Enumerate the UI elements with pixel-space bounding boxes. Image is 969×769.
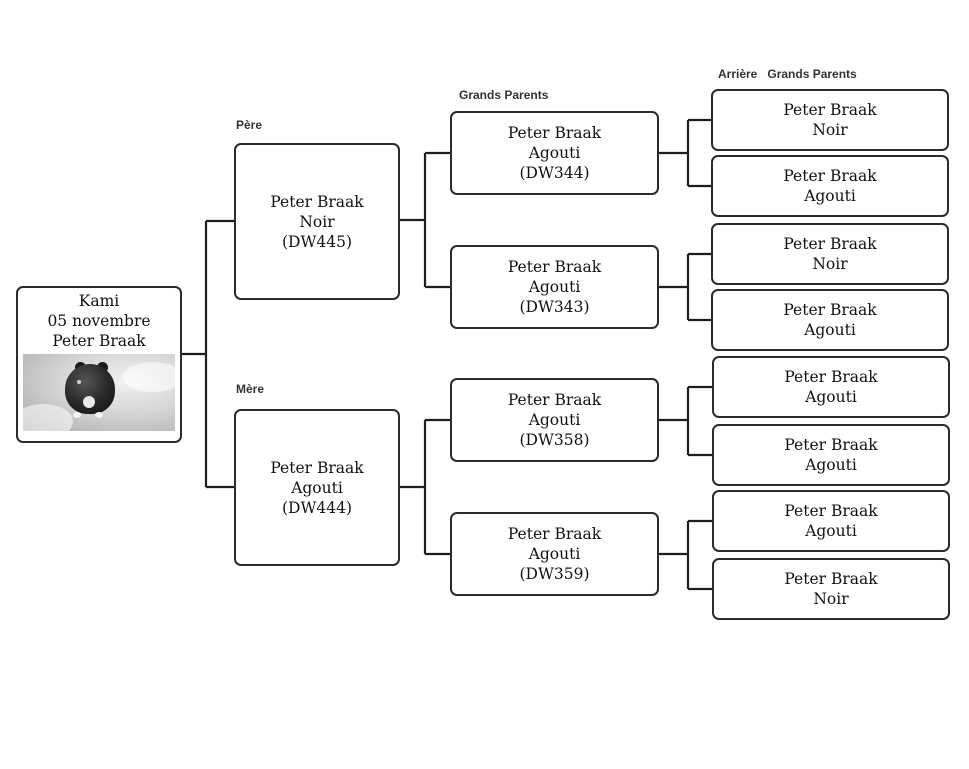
- parent-color: Agouti: [291, 478, 343, 497]
- grandparent-breeder: Peter Braak: [507, 124, 602, 142]
- heading-arriere-grands-parents: Arrière Grands Parents: [718, 67, 857, 81]
- subject-name: Kami: [78, 292, 120, 310]
- parent-id: (DW445): [281, 232, 353, 251]
- great-grandparent-breeder: Peter Braak: [784, 368, 878, 386]
- great-grandparent-color: Noir: [813, 590, 849, 608]
- great-grandparent-card: Peter Braak Agouti: [712, 356, 950, 418]
- great-grandparent-color: Agouti: [805, 522, 857, 540]
- grandparent-card: Peter Braak Agouti (DW344): [450, 111, 659, 195]
- heading-mere: Mère: [236, 382, 265, 396]
- grandparent-breeder: Peter Braak: [507, 258, 602, 276]
- grandparent-id: (DW358): [519, 431, 590, 449]
- parent-breeder: Peter Braak: [270, 192, 364, 211]
- parent-color: Noir: [299, 212, 335, 231]
- grandparent-id: (DW343): [519, 298, 590, 316]
- great-grandparent-breeder: Peter Braak: [783, 301, 877, 319]
- great-grandparent-breeder: Peter Braak: [784, 436, 878, 454]
- great-grandparent-card: Peter Braak Agouti: [711, 289, 949, 351]
- great-grandparent-card: Peter Braak Noir: [711, 89, 949, 151]
- parent-card-mere: Peter Braak Agouti (DW444): [234, 409, 400, 566]
- parent-card-pere: Peter Braak Noir (DW445): [234, 143, 400, 300]
- grandparent-breeder: Peter Braak: [507, 525, 602, 543]
- grandparent-color: Agouti: [528, 144, 581, 162]
- subject-card: Kami 05 novembre Peter Braak: [16, 286, 182, 443]
- subject-date: 05 novembre: [47, 312, 151, 330]
- great-grandparent-color: Noir: [812, 121, 848, 139]
- grandparent-color: Agouti: [528, 411, 581, 429]
- great-grandparent-card: Peter Braak Agouti: [712, 424, 950, 486]
- parent-id: (DW444): [281, 498, 353, 517]
- grandparent-card: Peter Braak Agouti (DW358): [450, 378, 659, 462]
- hamster-photo: [23, 354, 175, 431]
- heading-pere: Père: [236, 118, 263, 132]
- great-grandparent-card: Peter Braak Agouti: [712, 490, 950, 552]
- great-grandparent-color: Agouti: [805, 456, 857, 474]
- grandparent-breeder: Peter Braak: [507, 391, 602, 409]
- heading-grands-parents: Grands Parents: [459, 88, 549, 102]
- great-grandparent-color: Agouti: [804, 321, 856, 339]
- great-grandparent-card: Peter Braak Noir: [711, 223, 949, 285]
- great-grandparent-color: Agouti: [804, 187, 856, 205]
- great-grandparent-breeder: Peter Braak: [783, 101, 877, 119]
- great-grandparent-breeder: Peter Braak: [783, 235, 877, 253]
- grandparent-id: (DW344): [519, 164, 590, 182]
- great-grandparent-breeder: Peter Braak: [784, 570, 878, 588]
- great-grandparent-color: Agouti: [805, 388, 857, 406]
- grandparent-color: Agouti: [528, 545, 581, 563]
- subject-breeder: Peter Braak: [52, 332, 146, 350]
- great-grandparent-card: Peter Braak Noir: [712, 558, 950, 620]
- great-grandparent-breeder: Peter Braak: [783, 167, 877, 185]
- great-grandparent-breeder: Peter Braak: [784, 502, 878, 520]
- great-grandparent-color: Noir: [812, 255, 848, 273]
- grandparent-color: Agouti: [528, 278, 581, 296]
- grandparent-card: Peter Braak Agouti (DW343): [450, 245, 659, 329]
- grandparent-id: (DW359): [519, 565, 590, 583]
- parent-breeder: Peter Braak: [270, 458, 364, 477]
- great-grandparent-card: Peter Braak Agouti: [711, 155, 949, 217]
- grandparent-card: Peter Braak Agouti (DW359): [450, 512, 659, 596]
